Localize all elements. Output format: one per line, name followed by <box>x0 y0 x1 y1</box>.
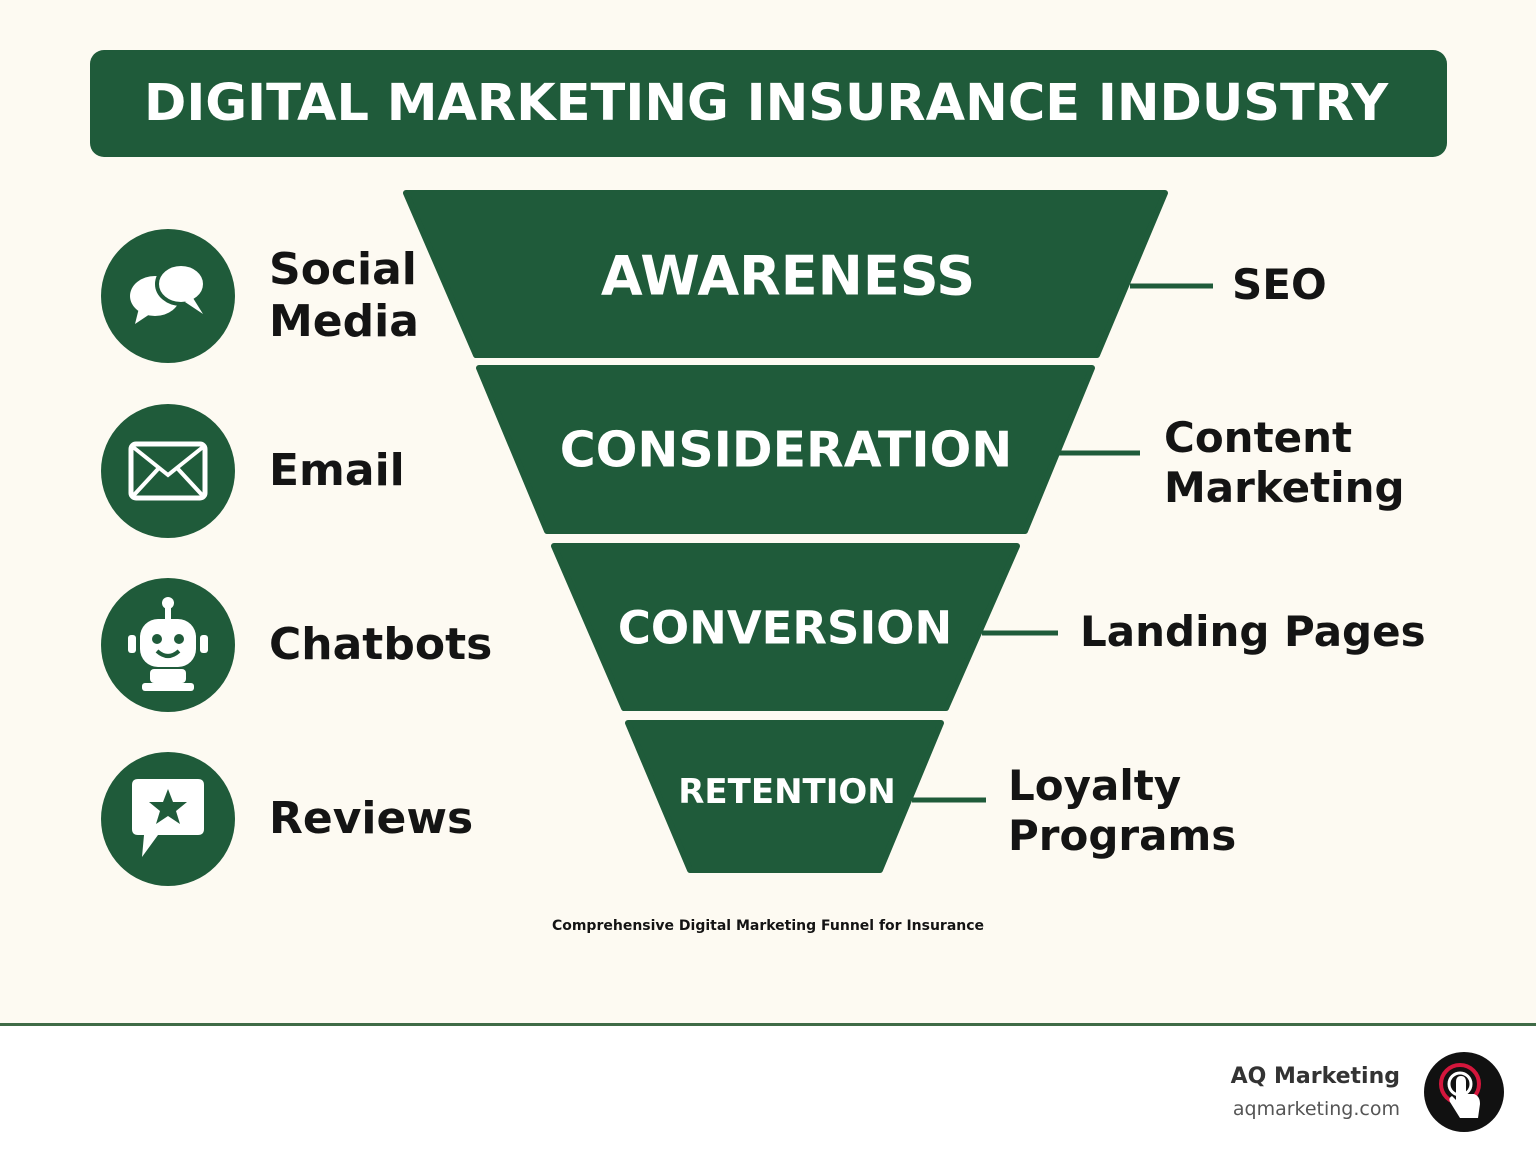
tactic-landing-pages: Landing Pages <box>1080 607 1426 656</box>
channel-email: Email <box>101 404 509 538</box>
funnel-stage-awareness <box>403 190 1168 358</box>
brand-logo-icon <box>1424 1052 1504 1132</box>
robot-icon <box>101 578 235 712</box>
tactic-loyalty-programs: Loyalty Programs <box>1008 761 1237 860</box>
channel-label: Chatbots <box>269 619 493 670</box>
footer-divider <box>0 1023 1536 1026</box>
stage-label-conversion: CONVERSION <box>618 602 952 655</box>
funnel-stage-consideration <box>476 365 1095 534</box>
channel-label: Email <box>269 445 405 496</box>
funnel-stage-conversion <box>551 543 1020 711</box>
diagram-caption: Comprehensive Digital Marketing Funnel f… <box>551 918 985 934</box>
stage-label-awareness: AWARENESS <box>601 245 975 308</box>
brand-url: aqmarketing.com <box>1232 1098 1400 1120</box>
tactic-seo: SEO <box>1232 260 1327 309</box>
channel-reviews: Reviews <box>101 752 509 886</box>
footer <box>0 1026 1536 1154</box>
funnel-stage-retention <box>625 720 944 873</box>
envelope-icon <box>101 404 235 538</box>
tactic-content-marketing: Content Marketing <box>1164 413 1405 512</box>
channel-label: Reviews <box>269 793 474 844</box>
title-banner: DIGITAL MARKETING INSURANCE INDUSTRY <box>90 50 1447 157</box>
star-review-icon <box>101 752 235 886</box>
stage-label-consideration: CONSIDERATION <box>560 422 1012 479</box>
channel-chatbots: Chatbots <box>101 578 509 712</box>
speech-bubbles-icon <box>101 229 235 363</box>
channel-social-media: Social Media <box>101 229 509 363</box>
page-title: DIGITAL MARKETING INSURANCE INDUSTRY <box>144 74 1389 133</box>
stage-label-retention: RETENTION <box>678 772 895 812</box>
channel-label: Social Media <box>269 244 419 347</box>
brand-name: AQ Marketing <box>1230 1064 1400 1089</box>
